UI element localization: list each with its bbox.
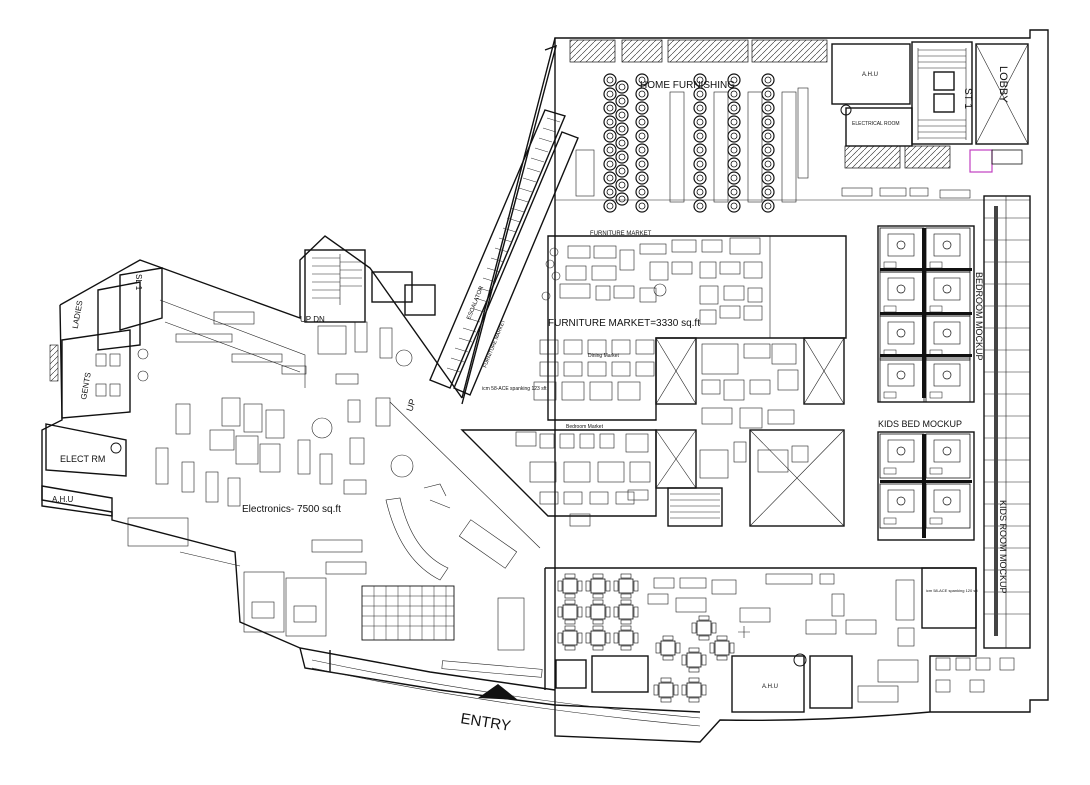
bedroom-market: Bedroom Market	[460, 424, 657, 527]
escalator-label: ESCALATOR	[466, 285, 485, 321]
electronics-label: Electronics- 7500 sq.ft	[242, 504, 341, 515]
home-furnishing-area: HOME FURNISHING	[575, 73, 971, 213]
kids-room-mockup-label: KIDS ROOM MOCKUP	[998, 500, 1008, 594]
ahu-bottom-label: A.H.U	[762, 684, 778, 690]
furniture-blocks	[541, 237, 763, 325]
furniture-market-vertical-label: FURNITURE MARKET	[482, 319, 507, 369]
dining-market-label: Dining Market	[588, 353, 619, 359]
kids-bed-mockup: KIDS BED MOCKUP	[877, 419, 975, 541]
coil-racks	[603, 73, 775, 213]
ahu-left-label: A.H.U	[52, 495, 74, 504]
sample-area-2-label: icm 58-ACE spanking 120 sft	[926, 588, 978, 593]
elect-rm-label: ELECT RM	[60, 454, 105, 464]
sample-area-label: icm 58-ACE spanking 123 sft	[482, 386, 547, 392]
kids-bed-mockup-label: KIDS BED MOCKUP	[878, 419, 962, 429]
st1-label: ST 1	[962, 88, 973, 109]
entry-arrow-icon	[478, 684, 518, 700]
top-racks	[555, 39, 1030, 201]
up-dn-label: UP DN	[300, 315, 325, 324]
furniture-market-label: FURNITURE MARKET=3330 sq.ft	[548, 318, 700, 329]
center-shafts	[655, 337, 845, 527]
furniture-market-small-label: FURNITURE MARKET	[590, 231, 652, 237]
escalator: ESCALATOR FURNITURE MARKET	[429, 109, 579, 396]
lobby-label: LOBBY	[997, 66, 1009, 103]
office-desks	[647, 573, 919, 703]
bedroom-mockup-label: BEDROOM MOCKUP	[974, 272, 984, 361]
living-furniture	[699, 343, 809, 479]
ahu-top-label: A.H.U	[862, 72, 878, 78]
kids-room-mockup: KIDS ROOM MOCKUP	[983, 195, 1031, 649]
bedroom-market-label: Bedroom Market	[566, 424, 604, 430]
bottom-dining-office: A.H.U icm 58-ACE spanking 120 sft	[544, 567, 1015, 713]
ahu-top-room: A.H.U	[831, 43, 911, 105]
electronics-displays	[127, 321, 393, 575]
demo-rooms	[243, 571, 327, 637]
lobby: LOBBY	[969, 43, 1029, 173]
shelf-rows	[575, 87, 809, 203]
cafe-tables	[557, 573, 735, 703]
stair-st1: ST 1	[911, 41, 973, 145]
tv-wall	[361, 585, 455, 641]
dining-tables	[533, 339, 655, 401]
entry-label: ENTRY	[459, 710, 512, 735]
electrical-room: ELECTRICAL ROOM	[840, 104, 913, 147]
furniture-market: FURNITURE MARKET FURNITURE MARKET=3330 s…	[482, 231, 847, 421]
left-wing-rooms: SL 1 LADIES GENTS ELECT RM A.H.U	[41, 267, 163, 517]
gents-label: GENTS	[79, 372, 93, 401]
ladies-label: LADIES	[71, 300, 85, 330]
up-label: UP	[404, 398, 417, 413]
building-outline	[41, 29, 1049, 743]
stair-up-dn: UP DN	[300, 249, 436, 324]
bedroom-mockup: BEDROOM MOCKUP	[877, 225, 984, 403]
electrical-room-label: ELECTRICAL ROOM	[852, 121, 900, 127]
electronics-area: UP Electronics- 7500 sq.ft	[127, 299, 541, 651]
home-furnishing-label: HOME FURNISHING	[640, 80, 735, 91]
